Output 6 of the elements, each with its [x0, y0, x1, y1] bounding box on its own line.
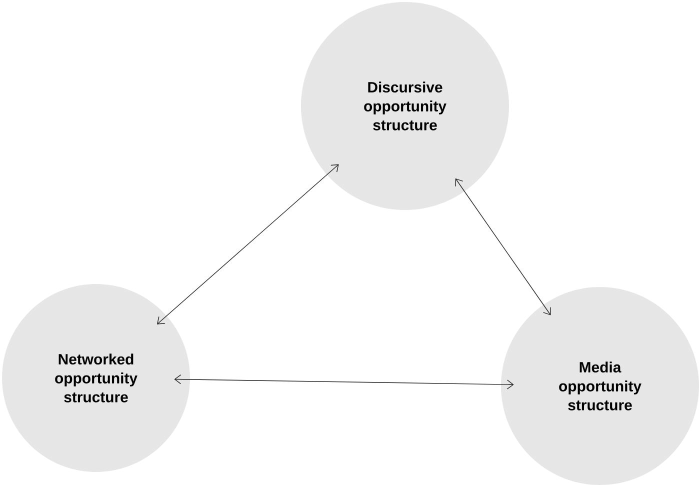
double-arrow: [455, 178, 552, 316]
double-arrow: [156, 164, 339, 324]
double-arrow: [174, 374, 514, 390]
circle-node: Networked opportunity structure: [2, 284, 190, 472]
circle-node: Discursive opportunity structure: [301, 2, 509, 210]
circle-node: Media opportunity structure: [501, 287, 699, 485]
